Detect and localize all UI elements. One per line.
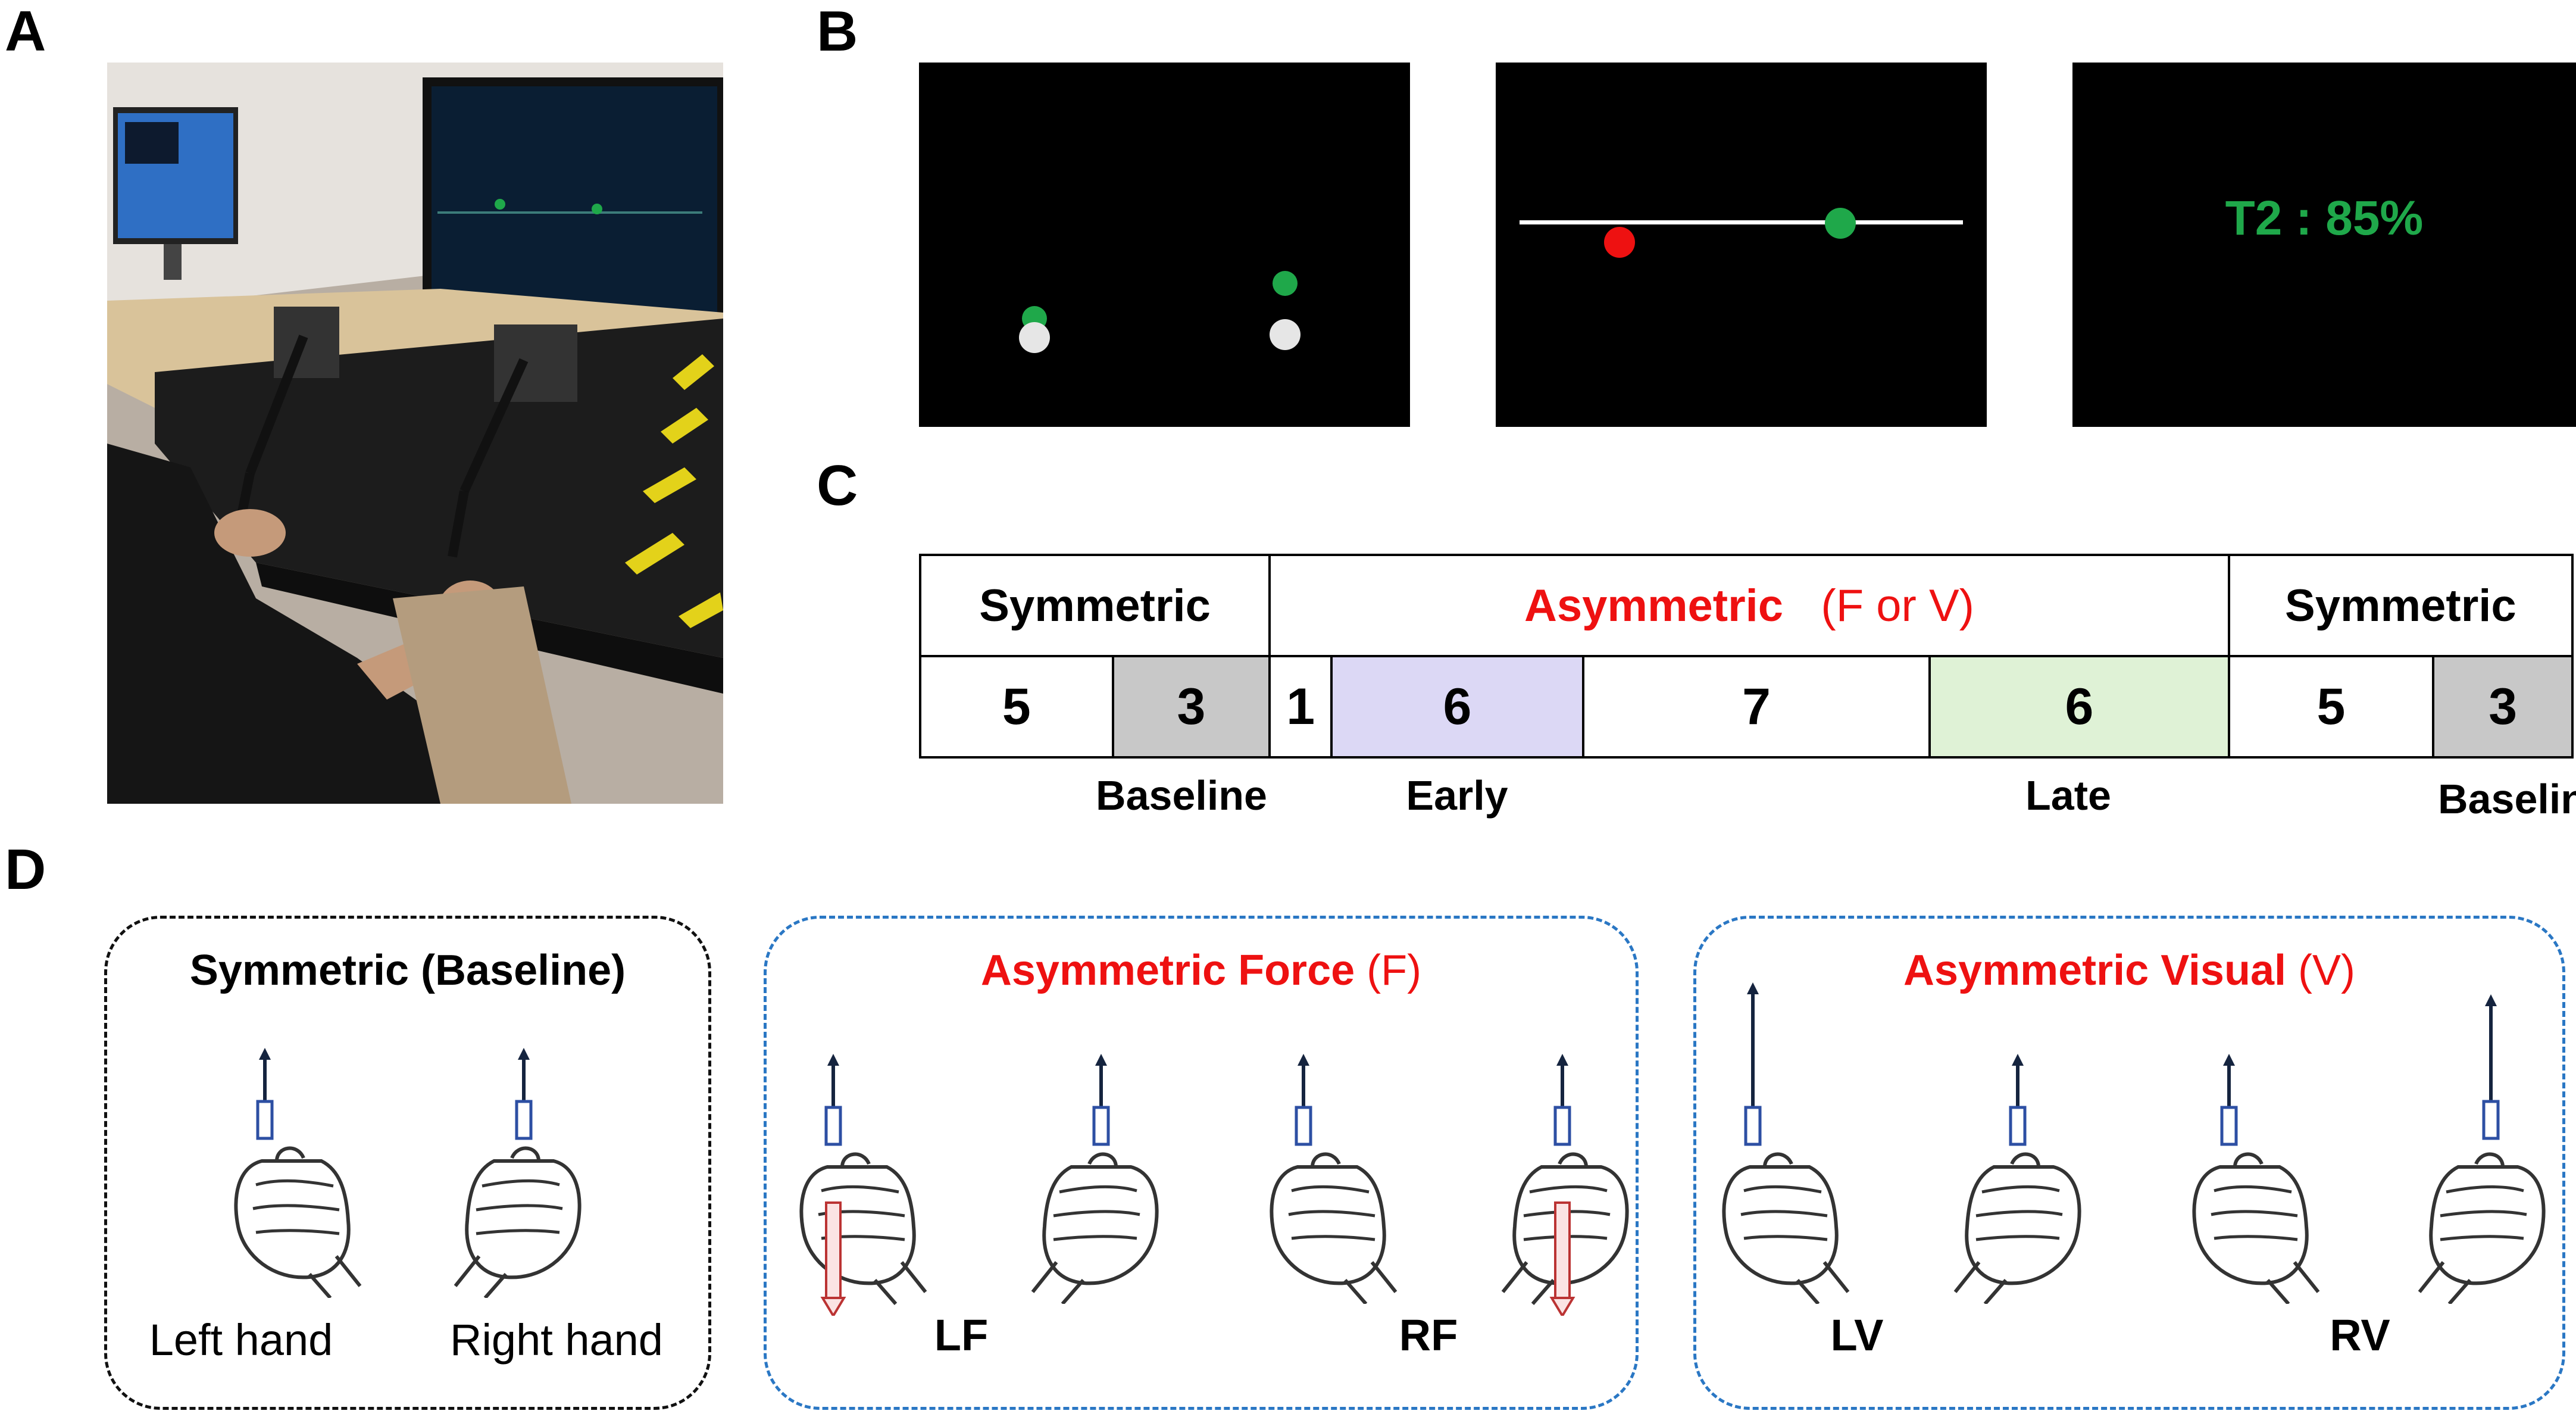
target-line bbox=[1520, 220, 1963, 224]
symmetric-title: Symmetric (Baseline) bbox=[189, 947, 626, 994]
condition-box-visual: Asymmetric Visual (V) bbox=[1693, 916, 2565, 1410]
force-title-main: Asymmetric Force bbox=[980, 947, 1355, 994]
panel-label-a: A bbox=[5, 0, 46, 63]
label-early: Early bbox=[1406, 772, 1508, 819]
lv-left-hand-icon bbox=[1708, 982, 1851, 1304]
rf-left-hand-icon bbox=[1256, 1054, 1399, 1304]
lf-left-hand-icon bbox=[786, 1054, 929, 1316]
lf-label: LF bbox=[934, 1310, 989, 1360]
experimental-setup-photo bbox=[107, 63, 723, 804]
condition-box-force: Asymmetric Force (F) bbox=[764, 916, 1639, 1410]
rv-right-hand-icon bbox=[2416, 994, 2559, 1304]
lf-right-hand-icon bbox=[1030, 1054, 1173, 1304]
red-cursor-dot bbox=[1604, 227, 1635, 258]
panel-label-b: B bbox=[817, 0, 858, 63]
force-title: Asymmetric Force (F) bbox=[767, 946, 1636, 995]
label-baseline: Baseline bbox=[1096, 772, 1267, 819]
panel-label-c: C bbox=[817, 454, 858, 517]
block-cell: 5 bbox=[919, 655, 1114, 759]
left-hand-label: Left hand bbox=[149, 1315, 333, 1365]
block-cell-baseline: 3 bbox=[1111, 655, 1271, 759]
visual-title-suffix: (V) bbox=[2298, 947, 2355, 994]
force-title-suffix: (F) bbox=[1367, 947, 1422, 994]
right-hand-icon bbox=[452, 1048, 595, 1298]
left-hand-icon bbox=[220, 1048, 363, 1298]
rf-label: RF bbox=[1399, 1310, 1458, 1360]
panel-label-d: D bbox=[5, 838, 46, 901]
right-cursor-dot bbox=[1273, 271, 1298, 296]
phase-asymmetric-label: Asymmetric bbox=[1524, 580, 1784, 631]
visual-title: Asymmetric Visual (V) bbox=[1696, 946, 2562, 995]
phase-asymmetric: Asymmetric (F or V) bbox=[1268, 554, 2230, 657]
block-cell: 7 bbox=[1581, 655, 1931, 759]
phase-symmetric-start: Symmetric bbox=[918, 554, 1271, 657]
rf-right-hand-icon bbox=[1500, 1054, 1643, 1316]
condition-box-symmetric: Symmetric (Baseline) bbox=[104, 916, 711, 1410]
score-text: T2 : 85% bbox=[2225, 191, 2424, 245]
block-cell: 1 bbox=[1268, 655, 1333, 759]
block-cell: 5 bbox=[2227, 655, 2435, 759]
lv-label: LV bbox=[1830, 1310, 1884, 1360]
lv-right-hand-icon bbox=[1952, 1054, 2095, 1304]
block-cell-early: 6 bbox=[1330, 655, 1584, 759]
phase-symmetric-end: Symmetric bbox=[2227, 554, 2574, 657]
label-late: Late bbox=[2025, 772, 2111, 819]
timeline-table: Symmetric Asymmetric (F or V) Symmetric … bbox=[918, 554, 2574, 759]
green-cursor-dot bbox=[1825, 208, 1856, 239]
right-hand-label: Right hand bbox=[450, 1315, 663, 1365]
block-cell-baseline: 3 bbox=[2432, 655, 2574, 759]
visual-title-main: Asymmetric Visual bbox=[1903, 947, 2286, 994]
right-target-dot bbox=[1270, 319, 1300, 350]
rv-left-hand-icon bbox=[2178, 1054, 2321, 1304]
screen-score: T2 : 85% bbox=[2072, 63, 2576, 427]
left-target-dot bbox=[1019, 322, 1050, 353]
screen-targets bbox=[919, 63, 1410, 427]
screen-feedback bbox=[1496, 63, 1987, 427]
block-cell-late: 6 bbox=[1928, 655, 2230, 759]
rv-label: RV bbox=[2330, 1310, 2390, 1360]
phase-asymmetric-suffix: (F or V) bbox=[1821, 580, 1974, 631]
label-baseline: Baseline bbox=[2438, 776, 2576, 822]
